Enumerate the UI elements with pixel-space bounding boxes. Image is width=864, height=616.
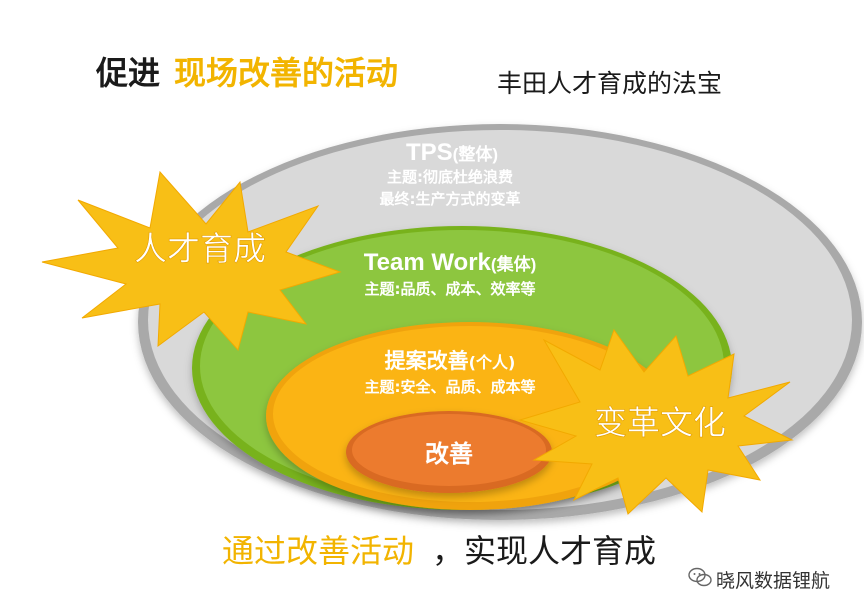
left-burst-label: 人才育成	[134, 229, 266, 268]
wechat-icon	[688, 567, 712, 587]
proposal-title-suffix: (个人)	[469, 353, 516, 372]
right-burst	[518, 328, 794, 515]
tps-line1: 主题:彻底杜绝浪费	[387, 168, 513, 186]
footer-rest: ，实现人才育成	[432, 532, 657, 570]
title-highlight: 现场改善的活动	[174, 54, 399, 92]
teamwork-title-main: Team Work	[364, 249, 492, 276]
tps-title-suffix: (整体)	[453, 144, 498, 164]
teamwork-title: Team Work(集体)	[364, 249, 536, 276]
left-burst	[41, 170, 342, 352]
teamwork-line1: 主题:品质、成本、效率等	[365, 280, 536, 298]
subtitle: 丰田人才育成的法宝	[497, 69, 723, 98]
title-prefix: 促进	[96, 54, 161, 92]
tps-title: TPS(整体)	[406, 139, 498, 166]
tps-title-main: TPS	[406, 139, 453, 166]
proposal-title-main: 提案改善	[385, 349, 469, 373]
kaizen-core-inner	[352, 414, 546, 486]
kaizen-title: 改善	[425, 440, 473, 468]
tps-line2: 最终:生产方式的变革	[380, 190, 521, 208]
proposal-line1: 主题:安全、品质、成本等	[365, 378, 536, 396]
right-burst-label: 变革文化	[594, 403, 726, 442]
footer-highlight: 通过改善活动	[222, 532, 415, 570]
watermark-text: 晓风数据锂航	[716, 570, 831, 592]
teamwork-title-suffix: (集体)	[491, 254, 536, 274]
proposal-title: 提案改善(个人)	[385, 349, 516, 373]
